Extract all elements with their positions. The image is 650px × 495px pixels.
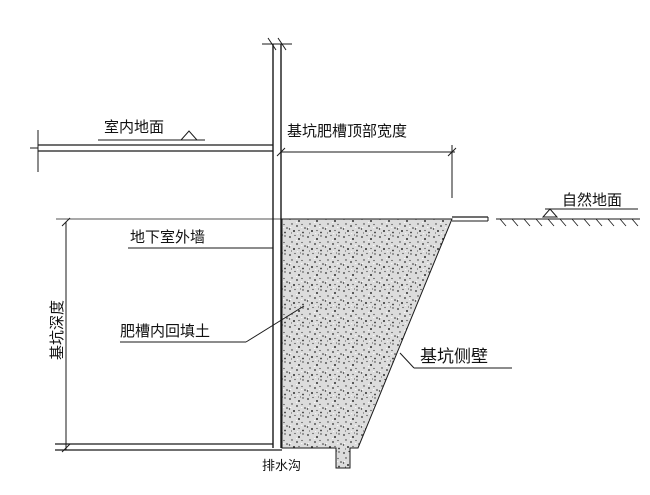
floor-slab xyxy=(30,130,273,172)
indoor-floor-marker xyxy=(98,130,205,141)
backfill-leader xyxy=(120,305,305,343)
pit-depth-label: 基坑深度 xyxy=(48,300,66,360)
basement-wall-label: 地下室外墙 xyxy=(130,228,205,246)
pit-top-width-dimension xyxy=(276,138,457,198)
pit-top-width-label: 基坑肥槽顶部宽度 xyxy=(287,122,407,140)
backfill-label: 肥槽内回填土 xyxy=(120,322,210,340)
pit-side-wall-label: 基坑侧壁 xyxy=(420,347,488,367)
natural-ground-label: 自然地面 xyxy=(562,191,622,209)
natural-ground-line xyxy=(452,208,640,227)
base-slab xyxy=(55,443,282,451)
drain-ditch-label: 排水沟 xyxy=(262,459,301,474)
basement-exterior-wall xyxy=(262,37,292,448)
pit-side-wall-leader xyxy=(399,352,512,369)
backfill-soil xyxy=(281,218,453,469)
pit-depth-dimension xyxy=(56,217,282,453)
indoor-floor-label: 室内地面 xyxy=(104,118,164,136)
